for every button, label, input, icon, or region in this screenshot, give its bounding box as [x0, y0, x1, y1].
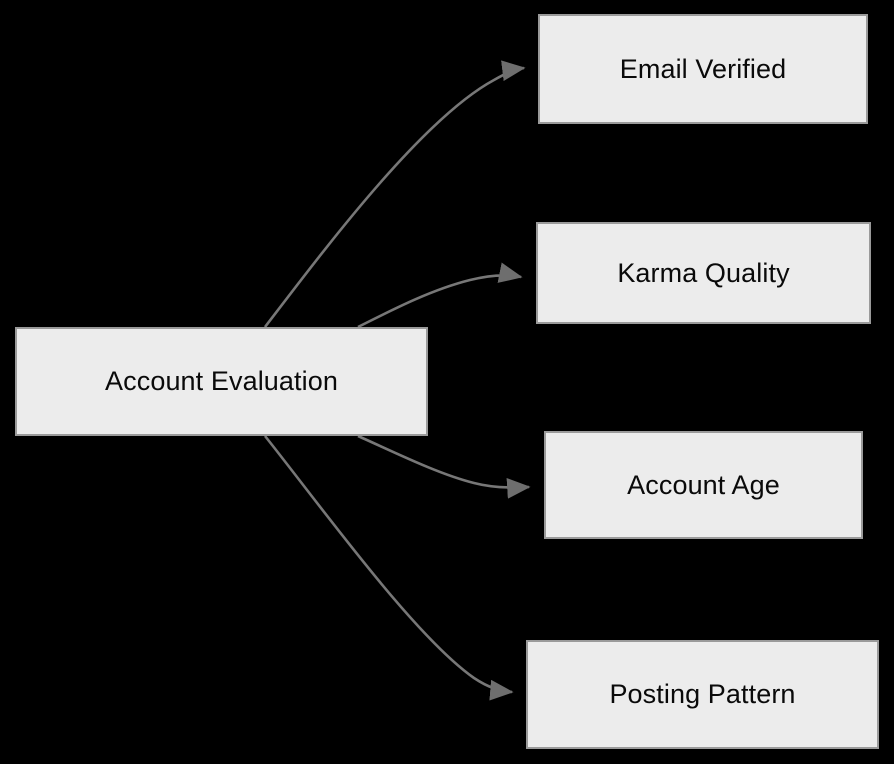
node-account-evaluation-label: Account Evaluation	[105, 366, 338, 396]
node-account-evaluation[interactable]: Account Evaluation	[15, 327, 428, 436]
node-email-verified[interactable]: Email Verified	[538, 14, 868, 124]
node-posting-pattern-label: Posting Pattern	[609, 679, 796, 709]
node-account-age-label: Account Age	[627, 469, 780, 500]
edge-root-to-email	[263, 60, 526, 328]
node-email-verified-label: Email Verified	[619, 53, 787, 84]
node-karma-quality[interactable]: Karma Quality	[536, 222, 871, 324]
edge-root-to-karma	[357, 262, 523, 329]
edge-root-to-age	[357, 434, 531, 499]
node-karma-quality-label: Karma Quality	[617, 257, 790, 288]
node-account-age[interactable]: Account Age	[544, 431, 863, 539]
node-posting-pattern[interactable]: Posting Pattern	[526, 640, 879, 749]
edge-root-to-posting	[263, 435, 514, 701]
